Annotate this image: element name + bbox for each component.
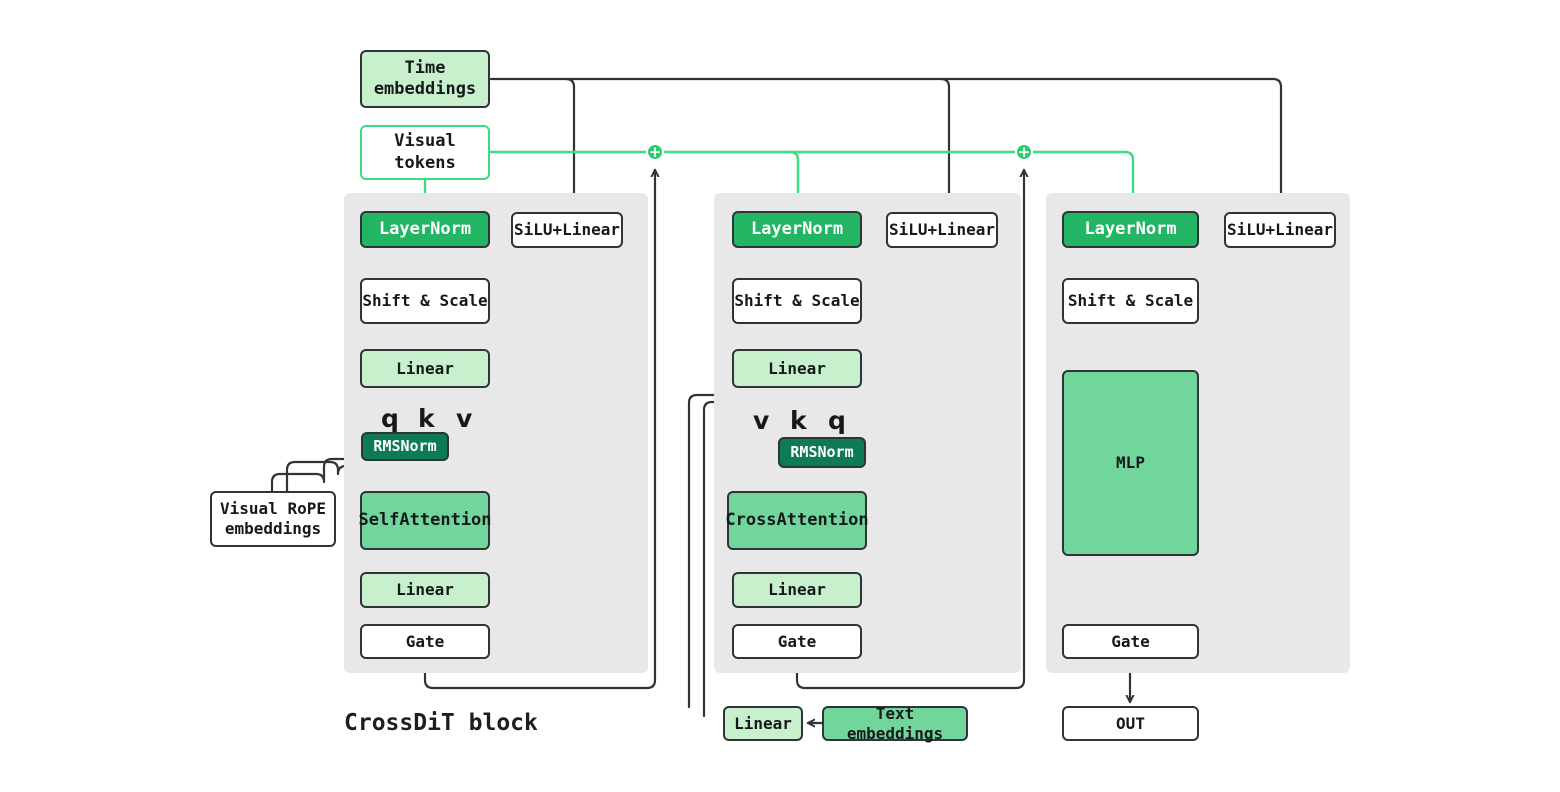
linear-out-self-label: Linear — [396, 580, 454, 599]
silu-linear-cross[interactable]: SiLU+Linear — [886, 212, 998, 248]
time-embeddings-line2: embeddings — [373, 79, 477, 99]
layernorm-self[interactable]: LayerNorm — [360, 211, 490, 248]
qkv-k-self: k — [418, 404, 435, 433]
rmsnorm-cross[interactable]: RMSNorm — [778, 437, 866, 468]
mlp-label: MLP — [1116, 453, 1145, 472]
silu-linear-self[interactable]: SiLU+Linear — [511, 212, 623, 248]
plus-glyph: + — [648, 142, 662, 161]
linear-in-self[interactable]: Linear — [360, 349, 490, 388]
shift-scale-mlp[interactable]: Shift & Scale — [1062, 278, 1199, 324]
linear-out-cross-label: Linear — [768, 580, 826, 599]
visual-rope-embeddings-box[interactable]: Visual RoPE embeddings — [210, 491, 336, 547]
layernorm-self-label: LayerNorm — [378, 218, 472, 239]
time-embeddings-line1: Time — [404, 57, 446, 78]
gate-self-label: Gate — [405, 631, 445, 651]
gate-cross[interactable]: Gate — [732, 624, 862, 659]
linear-in-self-label: Linear — [396, 358, 454, 378]
text-embeddings-label: Text embeddings — [846, 703, 944, 743]
gate-cross-label: Gate — [777, 631, 817, 651]
visual-rope-line1: Visual RoPE — [220, 499, 326, 518]
text-embeddings-box[interactable]: Text embeddings — [822, 703, 968, 743]
linear-in-cross[interactable]: Linear — [732, 349, 862, 388]
plus-junction-cross: + — [1015, 143, 1033, 161]
mlp-block[interactable]: MLP — [1062, 370, 1199, 556]
visual-tokens-box[interactable]: Visual tokens — [360, 125, 490, 180]
text-linear[interactable]: Linear — [723, 706, 803, 741]
diagram-caption: CrossDiT block — [344, 710, 538, 736]
visual-rope-line2: embeddings — [224, 519, 322, 538]
plus-glyph: + — [1017, 142, 1031, 161]
layernorm-mlp[interactable]: LayerNorm — [1062, 211, 1199, 248]
shift-scale-self[interactable]: Shift & Scale — [360, 278, 490, 324]
gate-mlp[interactable]: Gate — [1062, 624, 1199, 659]
selfattention-block[interactable]: SelfAttention — [358, 491, 492, 550]
selfattention-label: SelfAttention — [358, 509, 492, 530]
qkv-v-cross: v — [753, 406, 770, 435]
qkv-q-cross: q — [828, 406, 846, 435]
linear-out-self[interactable]: Linear — [360, 572, 490, 608]
plus-junction-self: + — [646, 143, 664, 161]
out-label: OUT — [1116, 713, 1145, 733]
linear-out-cross[interactable]: Linear — [732, 572, 862, 608]
qkv-k-cross: k — [790, 406, 807, 435]
visual-tokens-label: Visual tokens — [394, 131, 456, 173]
time-embeddings-box[interactable]: Time embeddings — [360, 50, 490, 108]
shift-scale-mlp-label: Shift & Scale — [1067, 291, 1194, 310]
rmsnorm-cross-label: RMSNorm — [790, 443, 854, 462]
silu-linear-cross-label: SiLU+Linear — [889, 220, 995, 239]
rmsnorm-self-label: RMSNorm — [373, 437, 437, 456]
shift-scale-cross[interactable]: Shift & Scale — [732, 278, 862, 324]
layernorm-mlp-label: LayerNorm — [1084, 218, 1177, 239]
rmsnorm-self[interactable]: RMSNorm — [361, 432, 449, 461]
crossattention-block[interactable]: CrossAttention — [725, 491, 869, 550]
qkv-v-self: v — [456, 404, 473, 433]
qkv-q-self: q — [381, 404, 399, 433]
silu-linear-mlp[interactable]: SiLU+Linear — [1224, 212, 1336, 248]
text-linear-label: Linear — [734, 713, 792, 733]
layernorm-cross-label: LayerNorm — [750, 218, 844, 239]
gate-mlp-label: Gate — [1111, 631, 1150, 651]
shift-scale-cross-label: Shift & Scale — [734, 291, 860, 310]
silu-linear-self-label: SiLU+Linear — [514, 220, 620, 239]
shift-scale-self-label: Shift & Scale — [362, 291, 488, 310]
layernorm-cross[interactable]: LayerNorm — [732, 211, 862, 248]
out-box[interactable]: OUT — [1062, 706, 1199, 741]
linear-in-cross-label: Linear — [768, 358, 826, 378]
crossattention-label: CrossAttention — [725, 509, 869, 530]
gate-self[interactable]: Gate — [360, 624, 490, 659]
silu-linear-mlp-label: SiLU+Linear — [1227, 220, 1333, 239]
